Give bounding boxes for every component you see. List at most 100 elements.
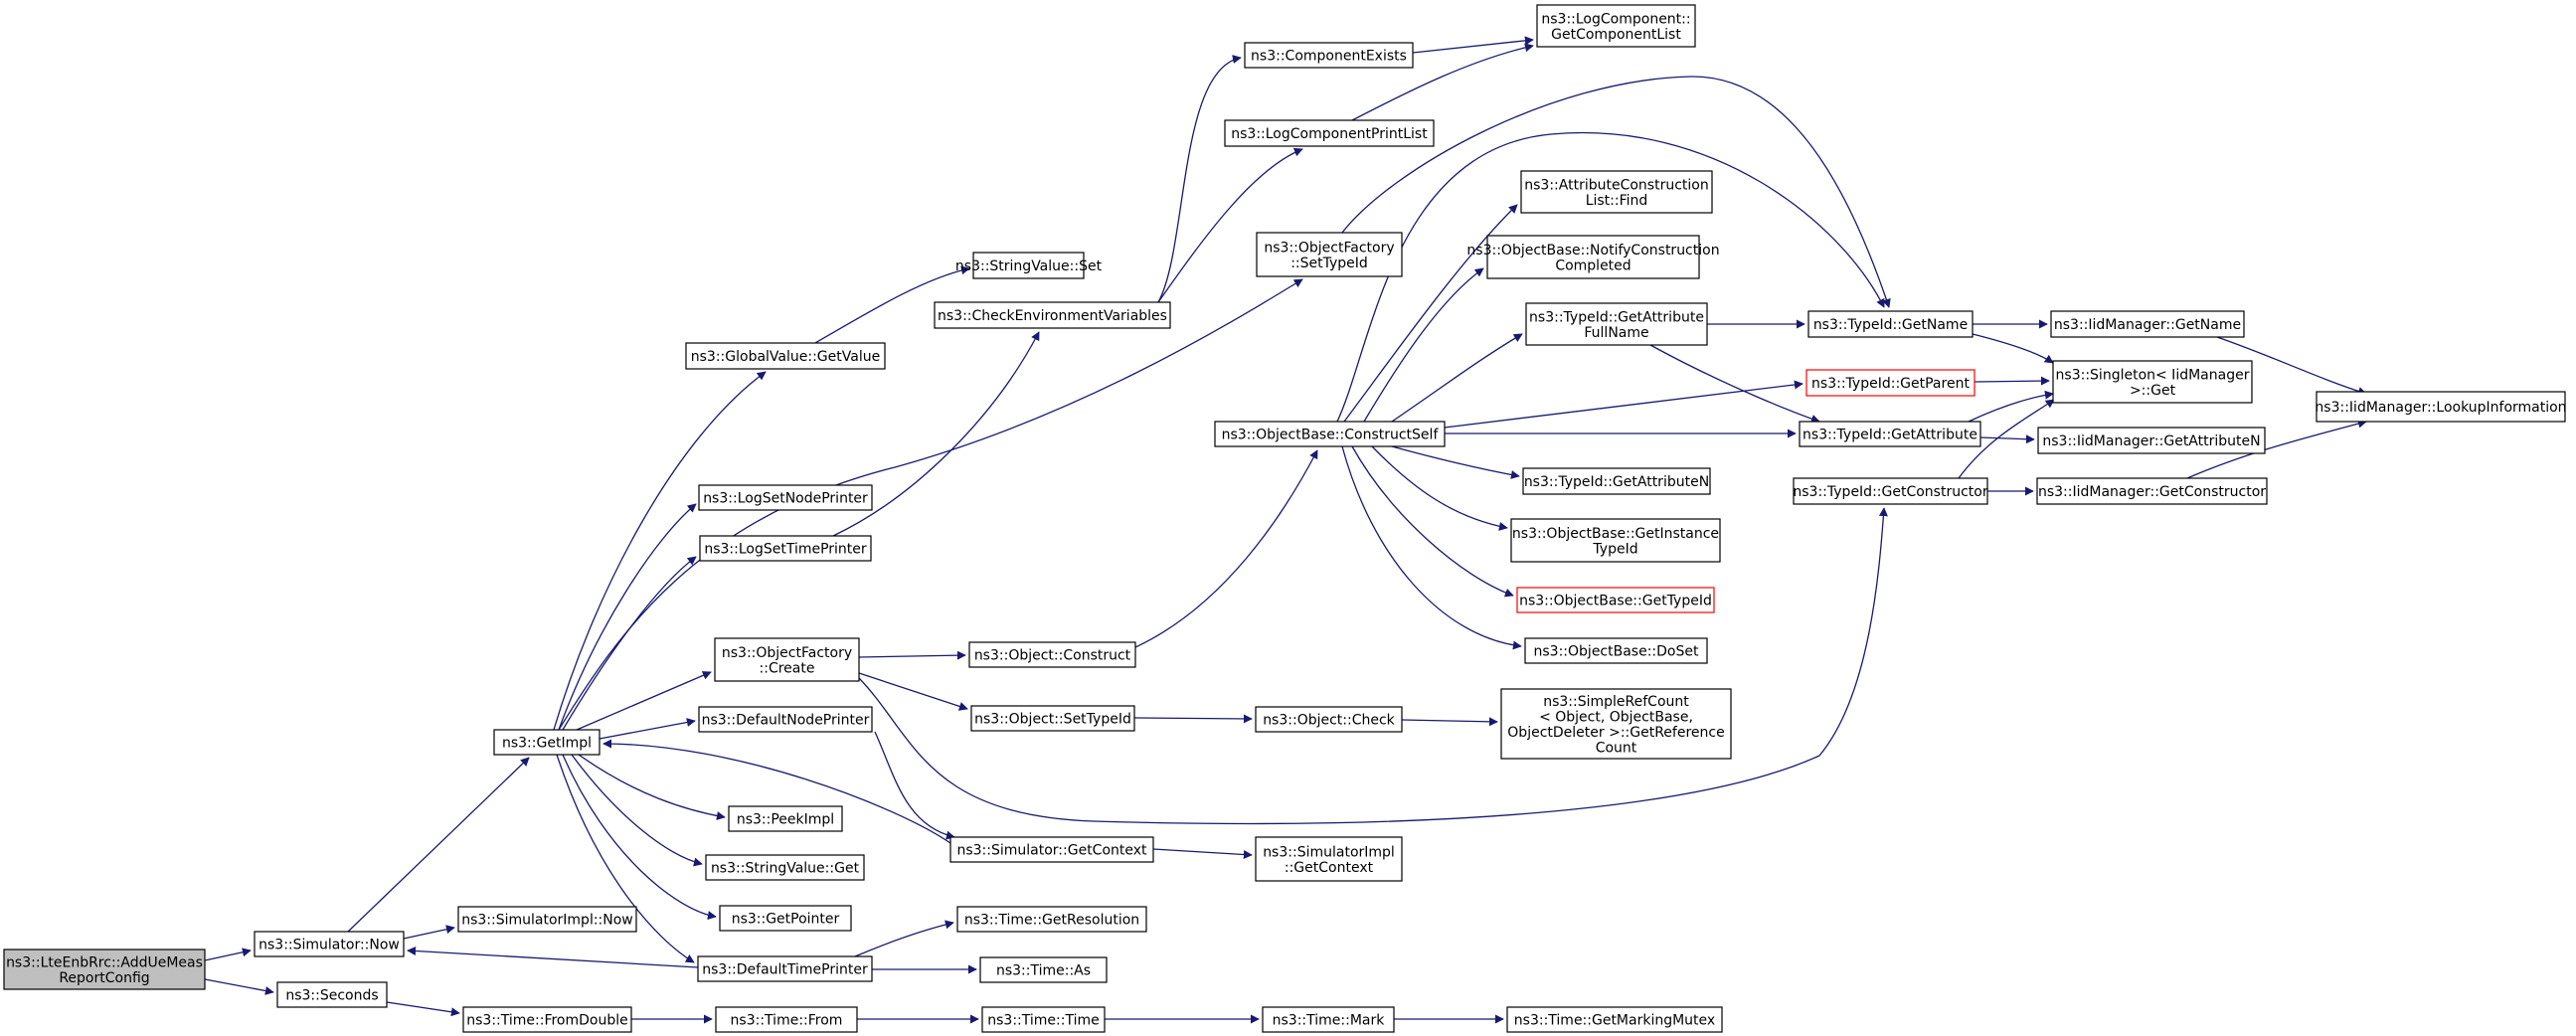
node-label: ns3::LogSetTimePrinter <box>704 542 867 558</box>
node-label: ns3::Simulator::GetContext <box>956 843 1147 859</box>
call-edge-root-to-seconds <box>204 978 274 995</box>
function-node-stringvalueget[interactable]: ns3::StringValue::Get <box>705 854 865 881</box>
function-node-objfactsettypeid[interactable]: ns3::ObjectFactory::SetTypeId <box>1256 232 1403 277</box>
call-edge-objcheck-to-simplerefcount <box>1401 717 1498 727</box>
call-edge-simgetcontext-to-simimplgetcontext <box>1152 848 1253 860</box>
function-node-logcompprint[interactable]: ns3::LogComponentPrintList <box>1224 119 1435 147</box>
node-label: ns3::SimulatorImpl::Now <box>461 913 633 929</box>
function-node-timeas[interactable]: ns3::Time::As <box>979 956 1108 983</box>
call-edge-constructself-to-getattrfullname <box>1391 333 1523 423</box>
function-node-logcomplist[interactable]: ns3::LogComponent::GetComponentList <box>1536 4 1696 48</box>
function-node-timefrom[interactable]: ns3::Time::From <box>715 1006 858 1033</box>
call-edge-objfactcreate-to-objconstruct <box>858 650 966 660</box>
function-node-timetime[interactable]: ns3::Time::Time <box>981 1006 1106 1033</box>
function-node-objfactcreate[interactable]: ns3::ObjectFactory::Create <box>714 637 860 682</box>
node-label: ns3::DefaultTimePrinter <box>702 962 868 978</box>
call-edge-typeidgetname-to-singletonget <box>1972 333 2054 364</box>
function-node-iidgetname[interactable]: ns3::IidManager::GetName <box>2050 310 2245 338</box>
function-node-doset[interactable]: ns3::ObjectBase::DoSet <box>1524 637 1708 664</box>
function-node-fromdouble[interactable]: ns3::Time::FromDouble <box>462 1006 632 1033</box>
node-label: ::GetContext <box>1285 860 1374 876</box>
function-node-getmarkingmutex[interactable]: ns3::Time::GetMarkingMutex <box>1506 1006 1723 1033</box>
function-node-defaultnodeprinter[interactable]: ns3::DefaultNodePrinter <box>698 706 873 733</box>
function-node-lognodeprinter[interactable]: ns3::LogSetNodePrinter <box>698 484 873 511</box>
function-node-getpointer[interactable]: ns3::GetPointer <box>719 905 852 932</box>
function-node-notifyconstr[interactable]: ns3::ObjectBase::NotifyConstructionCompl… <box>1466 235 1720 279</box>
call-edge-checkenv-to-logcompprint <box>1157 147 1303 303</box>
function-node-checkenv[interactable]: ns3::CheckEnvironmentVariables <box>934 301 1171 329</box>
node-label: ns3::Time::Mark <box>1273 1013 1386 1029</box>
function-node-globalvalue[interactable]: ns3::GlobalValue::GetValue <box>685 342 886 370</box>
node-label: ns3::TypeId::GetAttribute <box>1803 428 1977 443</box>
function-node-defaulttimeprinter[interactable]: ns3::DefaultTimePrinter <box>697 955 873 982</box>
call-edge-root-to-simnow <box>204 948 252 961</box>
call-edge-objfactsettypeid-to-typeidgetname <box>1341 76 1891 308</box>
function-node-typeidgetconstructor[interactable]: ns3::TypeId::GetConstructor <box>1793 477 1988 505</box>
function-node-peekimpl[interactable]: ns3::PeekImpl <box>728 805 843 832</box>
node-box <box>981 1006 1106 1033</box>
node-label: ns3::LogComponent:: <box>1541 11 1690 27</box>
function-node-objcheck[interactable]: ns3::Object::Check <box>1255 706 1403 733</box>
node-box <box>1522 467 1711 495</box>
function-node-simgetcontext[interactable]: ns3::Simulator::GetContext <box>949 836 1154 863</box>
function-node-getresolution[interactable]: ns3::Time::GetResolution <box>956 906 1147 933</box>
call-edge-compexists-to-logcomplist <box>1412 36 1534 54</box>
node-box <box>2316 391 2566 423</box>
node-box <box>1256 232 1403 277</box>
node-label: ns3::Object::Construct <box>974 648 1131 664</box>
call-edge-constructself-to-attrconstr <box>1343 204 1518 423</box>
node-label: ns3::TypeId::GetName <box>1813 317 1968 333</box>
function-node-typeidgetparent[interactable]: ns3::TypeId::GetParent <box>1805 369 1975 397</box>
function-node-stringvalueset[interactable]: ns3::StringValue::Set <box>955 252 1103 279</box>
function-node-iidgetconstructor[interactable]: ns3::IidManager::GetConstructor <box>2036 477 2268 505</box>
function-node-typeidgetattr[interactable]: ns3::TypeId::GetAttribute <box>1799 421 1981 447</box>
function-node-seconds[interactable]: ns3::Seconds <box>276 981 388 1008</box>
function-node-objsettypeid[interactable]: ns3::Object::SetTypeId <box>970 705 1135 732</box>
node-label: ns3::IidManager::GetAttributeN <box>2042 433 2260 449</box>
function-node-getattrn[interactable]: ns3::TypeId::GetAttributeN <box>1522 467 1711 495</box>
node-box <box>715 1006 858 1033</box>
node-label: ns3::Simulator::Now <box>258 938 400 953</box>
node-box <box>1510 518 1721 563</box>
function-node-typeidgetname[interactable]: ns3::TypeId::GetName <box>1807 310 1974 338</box>
node-label: ns3::StringValue::Set <box>955 259 1103 274</box>
call-edge-typeidgetparent-to-singletonget <box>1974 376 2050 386</box>
function-node-simimplgetcontext[interactable]: ns3::SimulatorImpl::GetContext <box>1255 836 1403 882</box>
function-node-simimplnow[interactable]: ns3::SimulatorImpl::Now <box>457 906 637 933</box>
node-box <box>1793 477 1988 505</box>
function-node-lookupinfo[interactable]: ns3::IidManager::LookupInformation <box>2315 391 2567 423</box>
function-node-simplerefcount[interactable]: ns3::SimpleRefCount< Object, ObjectBase,… <box>1500 688 1732 760</box>
node-label: ns3::TypeId::GetConstructor <box>1793 484 1987 500</box>
function-node-iidgetattrn[interactable]: ns3::IidManager::GetAttributeN <box>2037 427 2266 454</box>
node-label: ns3::ObjectFactory <box>1264 240 1394 256</box>
node-label: ns3::GetImpl <box>502 736 592 752</box>
node-label: ns3::IidManager::GetConstructor <box>2038 484 2266 500</box>
function-node-simnow[interactable]: ns3::Simulator::Now <box>254 931 405 957</box>
function-node-singletonget[interactable]: ns3::Singleton< IidManager>::Get <box>2052 360 2253 404</box>
call-edge-objfactcreate-to-objsettypeid <box>858 672 968 711</box>
node-box <box>705 854 865 881</box>
function-node-getimpl[interactable]: ns3::GetImpl <box>493 729 601 756</box>
node-box <box>699 535 872 562</box>
node-label: ns3::IidManager::LookupInformation <box>2315 400 2566 416</box>
function-node-constructself[interactable]: ns3::ObjectBase::ConstructSelf <box>1214 421 1446 447</box>
node-label: ns3::Time::Time <box>987 1013 1099 1029</box>
node-label: Completed <box>1555 258 1631 273</box>
call-edge-typeidgetconstructor-to-singletonget <box>1958 399 2055 479</box>
node-label: ns3::ObjectFactory <box>722 645 852 661</box>
function-node-logtimeprinter[interactable]: ns3::LogSetTimePrinter <box>699 535 872 562</box>
node-label: ns3::CheckEnvironmentVariables <box>938 308 1167 324</box>
node-box <box>1244 42 1414 69</box>
call-edge-getimpl-to-logtimeprinter <box>562 556 697 731</box>
node-label: ns3::GetPointer <box>732 912 840 928</box>
node-box <box>493 729 601 756</box>
function-node-getobjtypeid[interactable]: ns3::ObjectBase::GetTypeId <box>1516 587 1715 613</box>
function-node-timemark[interactable]: ns3::Time::Mark <box>1262 1006 1395 1033</box>
node-box <box>949 836 1154 863</box>
function-node-objconstruct[interactable]: ns3::Object::Construct <box>968 641 1136 668</box>
function-node-compexists[interactable]: ns3::ComponentExists <box>1244 42 1414 69</box>
